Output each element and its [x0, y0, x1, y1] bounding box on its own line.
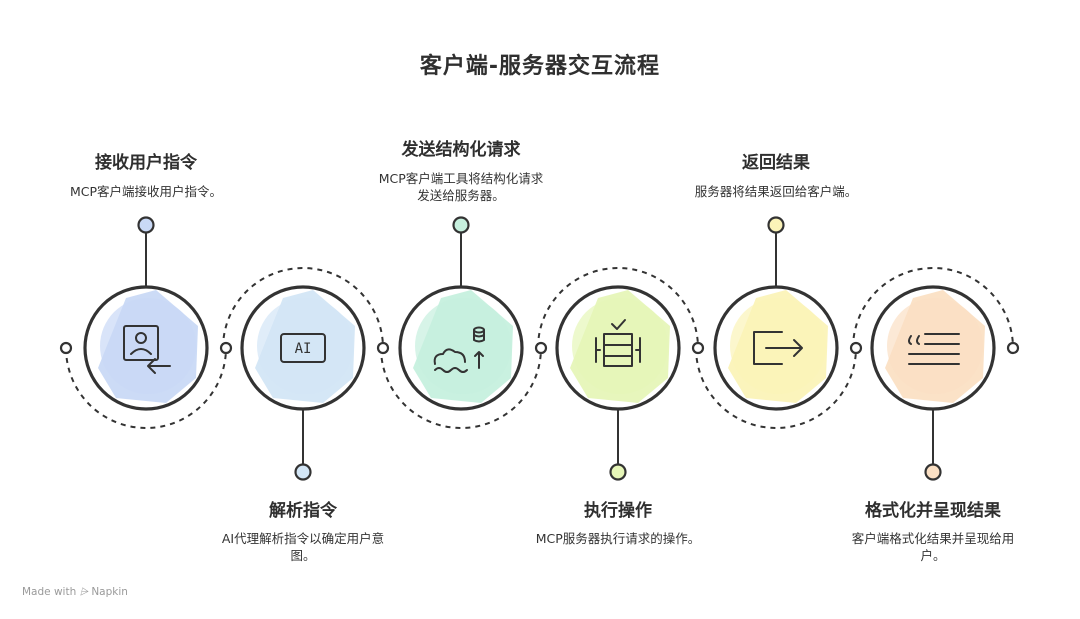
step-desc-line: MCP客户端接收用户指令。 — [69, 184, 223, 199]
napkin-logo-icon: ⩥ — [79, 586, 92, 598]
made-with-footer: Made with ⩥ Napkin — [22, 586, 128, 599]
connector-dot-send — [452, 216, 470, 234]
junction-dot-2 — [376, 341, 390, 355]
junction-dot-6 — [1006, 341, 1020, 355]
made-with-text: Made with — [22, 586, 77, 598]
step-title-send: 发送结构化请求 — [401, 140, 521, 160]
step-desc-execute: MCP服务器执行请求的操作。 — [513, 530, 723, 547]
step-circle-format — [870, 285, 996, 411]
dashed-arc-format — [852, 267, 1014, 349]
connector-dot-parse — [294, 463, 312, 481]
dashed-arc-parse — [222, 267, 384, 349]
dashed-arc-receive — [65, 347, 227, 429]
step-desc-line: 发送给服务器。 — [417, 188, 505, 203]
step-circle-return — [713, 285, 839, 411]
step-title-receive: 接收用户指令 — [95, 153, 197, 173]
step-circle-receive — [83, 285, 209, 411]
junction-dot-1 — [219, 341, 233, 355]
svg-text:AI: AI — [295, 341, 312, 357]
step-title-parse: 解析指令 — [269, 501, 337, 521]
step-desc-return: 服务器将结果返回给客户端。 — [671, 183, 881, 200]
dashed-arc-execute — [537, 267, 699, 349]
dashed-arc-send — [380, 347, 542, 429]
step-desc-line: AI代理解析指令以确定用户意 — [221, 531, 385, 546]
database-upload-icon — [433, 326, 485, 373]
step-desc-line: 服务器将结果返回给客户端。 — [694, 184, 858, 199]
step-desc-parse: AI代理解析指令以确定用户意图。 — [198, 530, 408, 564]
step-desc-line: 图。 — [290, 548, 316, 563]
page-title: 客户端-服务器交互流程 — [419, 54, 661, 79]
connector-dot-receive — [137, 216, 155, 234]
step-circle-parse: AI — [240, 285, 366, 411]
quote-text-icon — [908, 333, 960, 365]
dashed-arc-return — [695, 347, 857, 429]
step-circle-send — [398, 285, 524, 411]
connector-dot-execute — [609, 463, 627, 481]
step-desc-format: 客户端格式化结果并呈现给用户。 — [828, 530, 1038, 564]
connector-dot-format — [924, 463, 942, 481]
step-desc-line: MCP服务器执行请求的操作。 — [535, 531, 701, 546]
step-circle-execute — [555, 285, 681, 411]
step-desc-send: MCP客户端工具将结构化请求发送给服务器。 — [356, 170, 566, 204]
step-desc-line: 客户端格式化结果并呈现给用 — [851, 531, 1015, 546]
connector-dot-return — [767, 216, 785, 234]
ai-chip-icon: AI — [280, 333, 326, 363]
user-arrow-icon — [123, 325, 171, 374]
server-check-icon — [595, 319, 641, 367]
junction-dot-4 — [691, 341, 705, 355]
export-arrow-icon — [753, 331, 803, 365]
step-title-return: 返回结果 — [742, 153, 810, 173]
step-title-execute: 执行操作 — [584, 501, 652, 521]
junction-dot-3 — [534, 341, 548, 355]
step-desc-line: 户。 — [920, 548, 946, 563]
step-desc-line: MCP客户端工具将结构化请求 — [378, 171, 544, 186]
junction-dot-0 — [59, 341, 73, 355]
junction-dot-5 — [849, 341, 863, 355]
step-desc-receive: MCP客户端接收用户指令。 — [41, 183, 251, 200]
step-title-format: 格式化并呈现结果 — [865, 501, 1001, 521]
napkin-brand: Napkin — [91, 586, 128, 598]
